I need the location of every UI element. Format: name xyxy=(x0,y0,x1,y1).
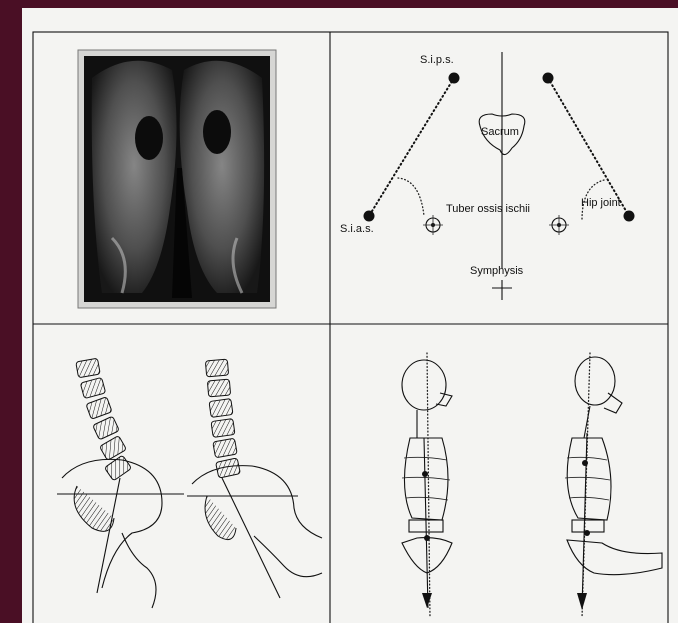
skeleton-sketch-right xyxy=(565,353,662,618)
hip-joint-label: Hip joint xyxy=(581,197,621,209)
pelvis-landmarks-diagram: S.i.p.s. Sacrum S.i.a.s. Tuber ossis isc… xyxy=(340,52,635,300)
right-foramen xyxy=(203,110,231,154)
left-hip-arc xyxy=(398,178,424,216)
spine-sketch-left xyxy=(57,358,184,608)
sacrum-label: Sacrum xyxy=(481,126,519,138)
left-foramen xyxy=(135,116,163,160)
skeleton-sketch-left xyxy=(402,353,452,618)
xray-photo xyxy=(78,50,276,308)
sips-label: S.i.p.s. xyxy=(420,54,454,66)
posture-skeleton-sketches xyxy=(402,353,662,618)
figure-drawing: S.i.p.s. Sacrum S.i.a.s. Tuber ossis isc… xyxy=(22,8,678,623)
sias-label: S.i.a.s. xyxy=(340,223,374,235)
sias-left-dot xyxy=(364,211,375,222)
figure-sheet: S.i.p.s. Sacrum S.i.a.s. Tuber ossis isc… xyxy=(22,8,678,623)
tuber-right-marker xyxy=(549,215,569,235)
symphysis-label: Symphysis xyxy=(470,265,524,277)
tuber-left-marker xyxy=(423,215,443,235)
spine-pelvis-sketches xyxy=(57,358,322,608)
spine-sketch-right xyxy=(187,359,322,598)
tuber-label: Tuber ossis ischii xyxy=(446,203,530,215)
